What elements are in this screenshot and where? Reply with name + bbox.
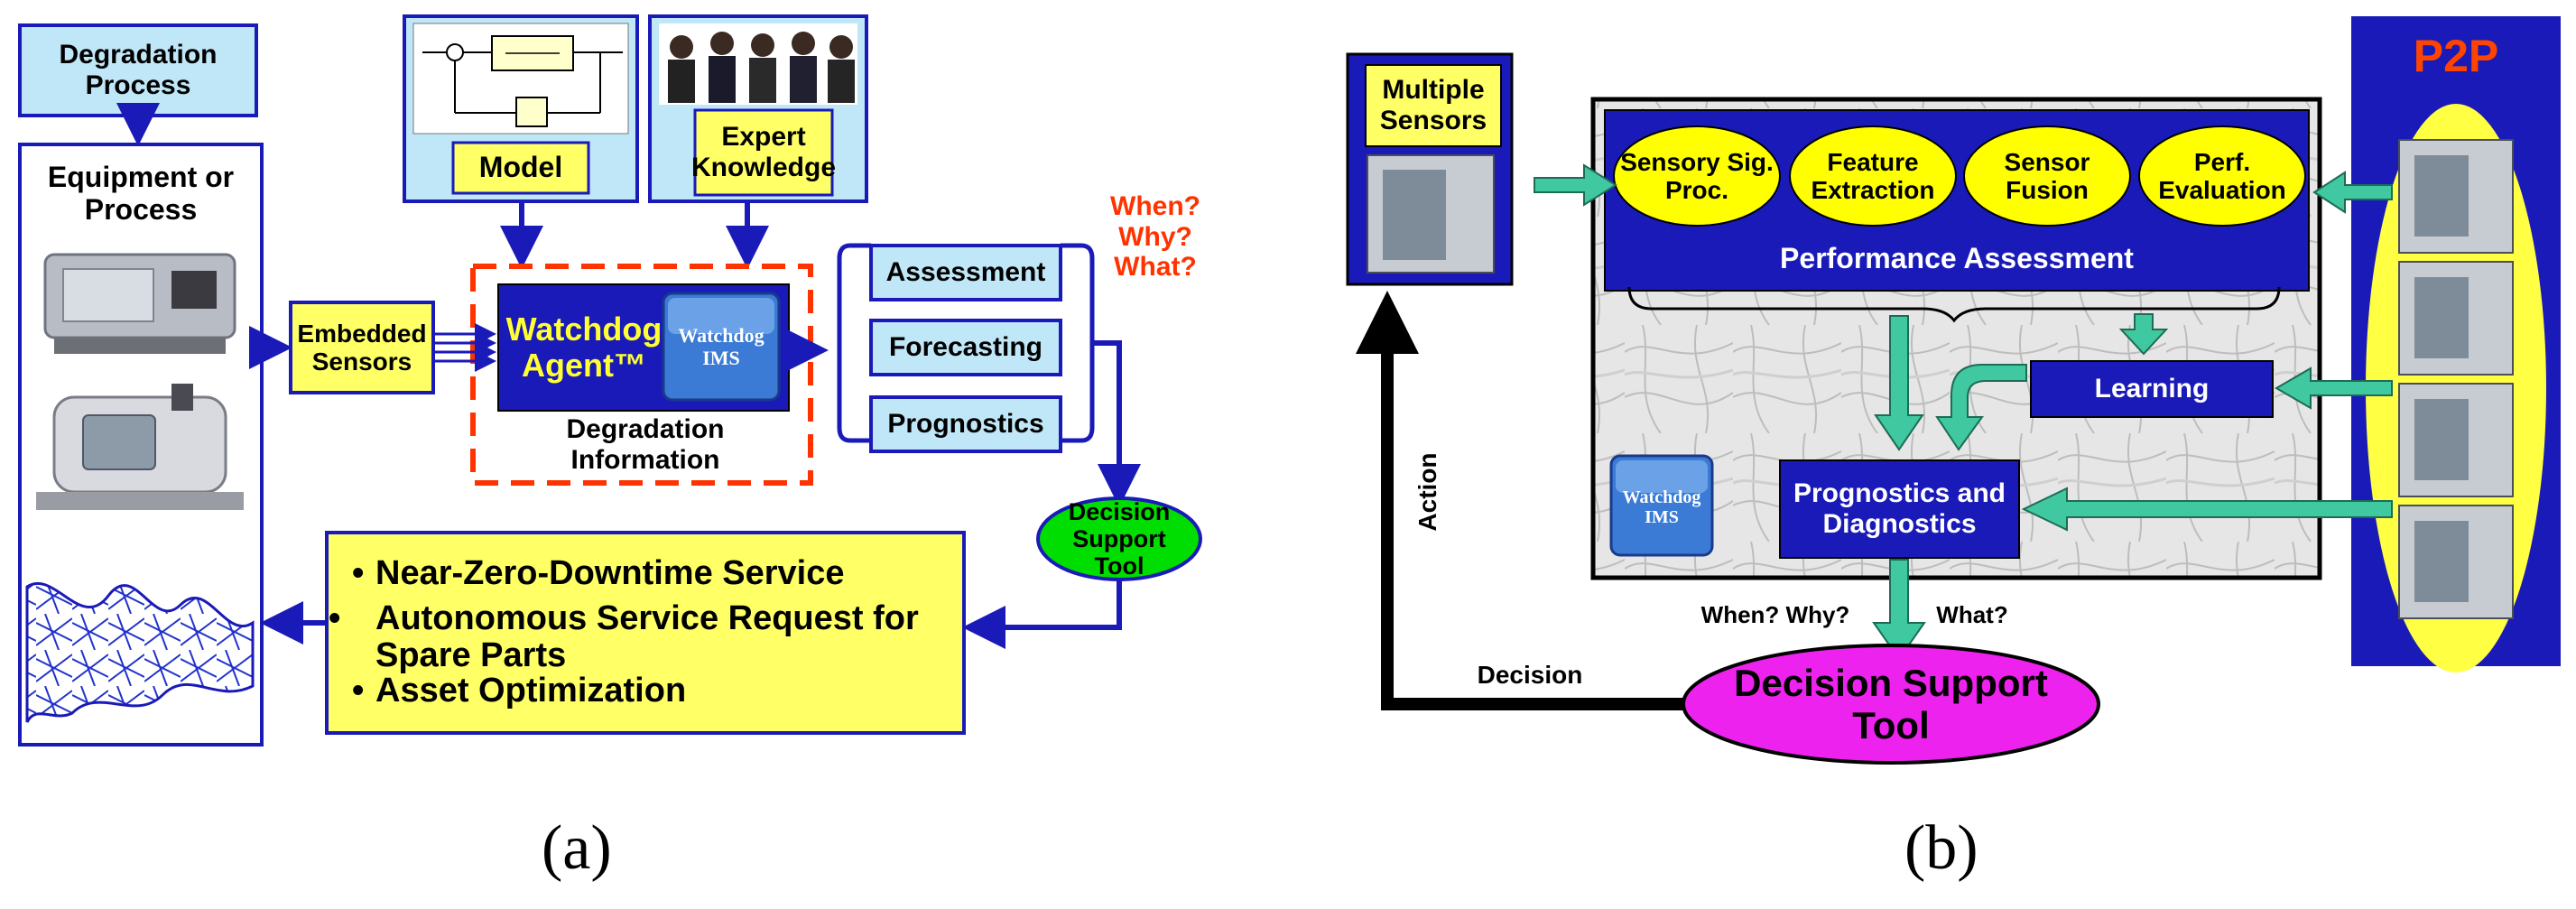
model-label-box — [451, 141, 590, 195]
sensory-sig-proc-label: Sensory Sig. Proc. — [1620, 147, 1774, 204]
benefit-item: •Autonomous Service Request for Spare Pa… — [329, 599, 919, 675]
arrow-bracket-to-decision — [1092, 340, 1141, 507]
arrow-prognostics-to-decision — [1872, 559, 1926, 661]
watchdog-dashed-frame — [470, 264, 813, 486]
right-bracket — [1061, 243, 1095, 443]
arrow-brace-to-prognostics — [1874, 315, 1924, 451]
arrow-sensors-to-assessment — [1534, 163, 1617, 207]
production-line-image — [25, 581, 255, 723]
prognostics-diagnostics-label: Prognostics and Diagnostics — [1793, 478, 2006, 539]
decision-label: Decision — [1477, 661, 1583, 690]
degradation-process-box — [18, 23, 258, 117]
equipment-label: Equipment or Process — [47, 161, 235, 226]
multiple-sensors-label-box — [1365, 64, 1502, 147]
learning-box — [2030, 360, 2274, 418]
feature-extraction-ellipse — [1789, 125, 1957, 227]
model-label: Model — [478, 151, 563, 184]
embedded-sensors-label: Embedded Sensors — [297, 319, 427, 376]
assessment-label: Assessment — [885, 257, 1046, 288]
arrow-decision-to-benefits — [962, 580, 1122, 649]
multiple-sensors-label: Multiple Sensors — [1379, 75, 1487, 135]
lathe-machine-image — [43, 253, 236, 354]
assessment-box — [869, 244, 1062, 301]
p2p-machine-images — [2398, 139, 2514, 619]
sensor-signal-arrows — [433, 323, 496, 372]
perf-evaluation-ellipse — [2138, 125, 2306, 227]
forecasting-label: Forecasting — [888, 332, 1043, 363]
what-label: What? — [1936, 601, 2008, 629]
machining-center-image — [36, 384, 244, 510]
degradation-information-label: Degradation Information — [566, 413, 725, 475]
sensor-fusion-ellipse — [1963, 125, 2131, 227]
experts-photo-image — [659, 23, 857, 105]
decision-support-b-label: Decision Support Tool — [1734, 661, 2048, 747]
performance-brace — [1627, 286, 2281, 323]
watchdog-logo-a-text: Watchdog IMS — [678, 324, 764, 369]
p2p-label: P2P — [2413, 31, 2499, 81]
questions-label: When? Why? What? — [1110, 191, 1200, 283]
benefit-item: •Asset Optimization — [352, 672, 687, 710]
prognostics-label: Prognostics — [887, 409, 1044, 440]
sensory-sig-proc-ellipse — [1613, 125, 1781, 227]
watchdog-agent-label: Watchdog Agent™ — [505, 310, 663, 384]
action-loop-arrow — [1356, 291, 1683, 710]
left-bracket — [837, 243, 871, 443]
arrow-p2p-to-assessment — [2312, 171, 2393, 214]
arrow-learning-to-prognostics — [1935, 364, 2027, 451]
feature-extraction-label: Feature Extraction — [1811, 147, 1935, 204]
panel-b — [1346, 16, 2561, 765]
arrow-brace-to-learning — [2118, 313, 2169, 356]
caption-a: (a) — [542, 813, 612, 883]
embedded-sensors-box — [289, 301, 435, 394]
arrow-p2p-to-prognostics — [2021, 487, 2393, 532]
expert-knowledge-label-box — [693, 108, 834, 197]
caption-b: (b) — [1904, 813, 1978, 883]
arrow-p2p-to-learning — [2275, 366, 2393, 410]
model-block-diagram-image — [412, 23, 629, 134]
degradation-process-label: Degradation Process — [59, 40, 218, 100]
sensor-fusion-label: Sensor Fusion — [2004, 147, 2090, 204]
multiple-sensors-machine-image — [1367, 154, 1495, 274]
performance-assessment-label: Performance Assessment — [1780, 242, 2134, 275]
action-label: Action — [1413, 452, 1442, 532]
watchdog-logo-b — [1609, 454, 1714, 557]
watchdog-logo-b-text: Watchdog IMS — [1622, 487, 1701, 527]
perf-evaluation-label: Perf. Evaluation — [2158, 147, 2286, 204]
prognostics-diagnostics-box — [1779, 459, 2020, 559]
teal-arrows — [1534, 163, 2393, 661]
when-why-label: When? Why? — [1700, 601, 1850, 629]
panel-a — [18, 14, 1202, 747]
benefits-box — [325, 531, 966, 735]
expert-knowledge-label: Expert Knowledge — [691, 122, 837, 182]
forecasting-box — [869, 319, 1062, 376]
benefit-item: •Near-Zero-Downtime Service — [352, 554, 845, 592]
decision-support-a-label: Decision Support Tool — [1068, 497, 1171, 580]
learning-label: Learning — [2094, 374, 2210, 404]
watchdog-logo-a — [662, 292, 781, 402]
prognostics-box — [869, 395, 1062, 453]
